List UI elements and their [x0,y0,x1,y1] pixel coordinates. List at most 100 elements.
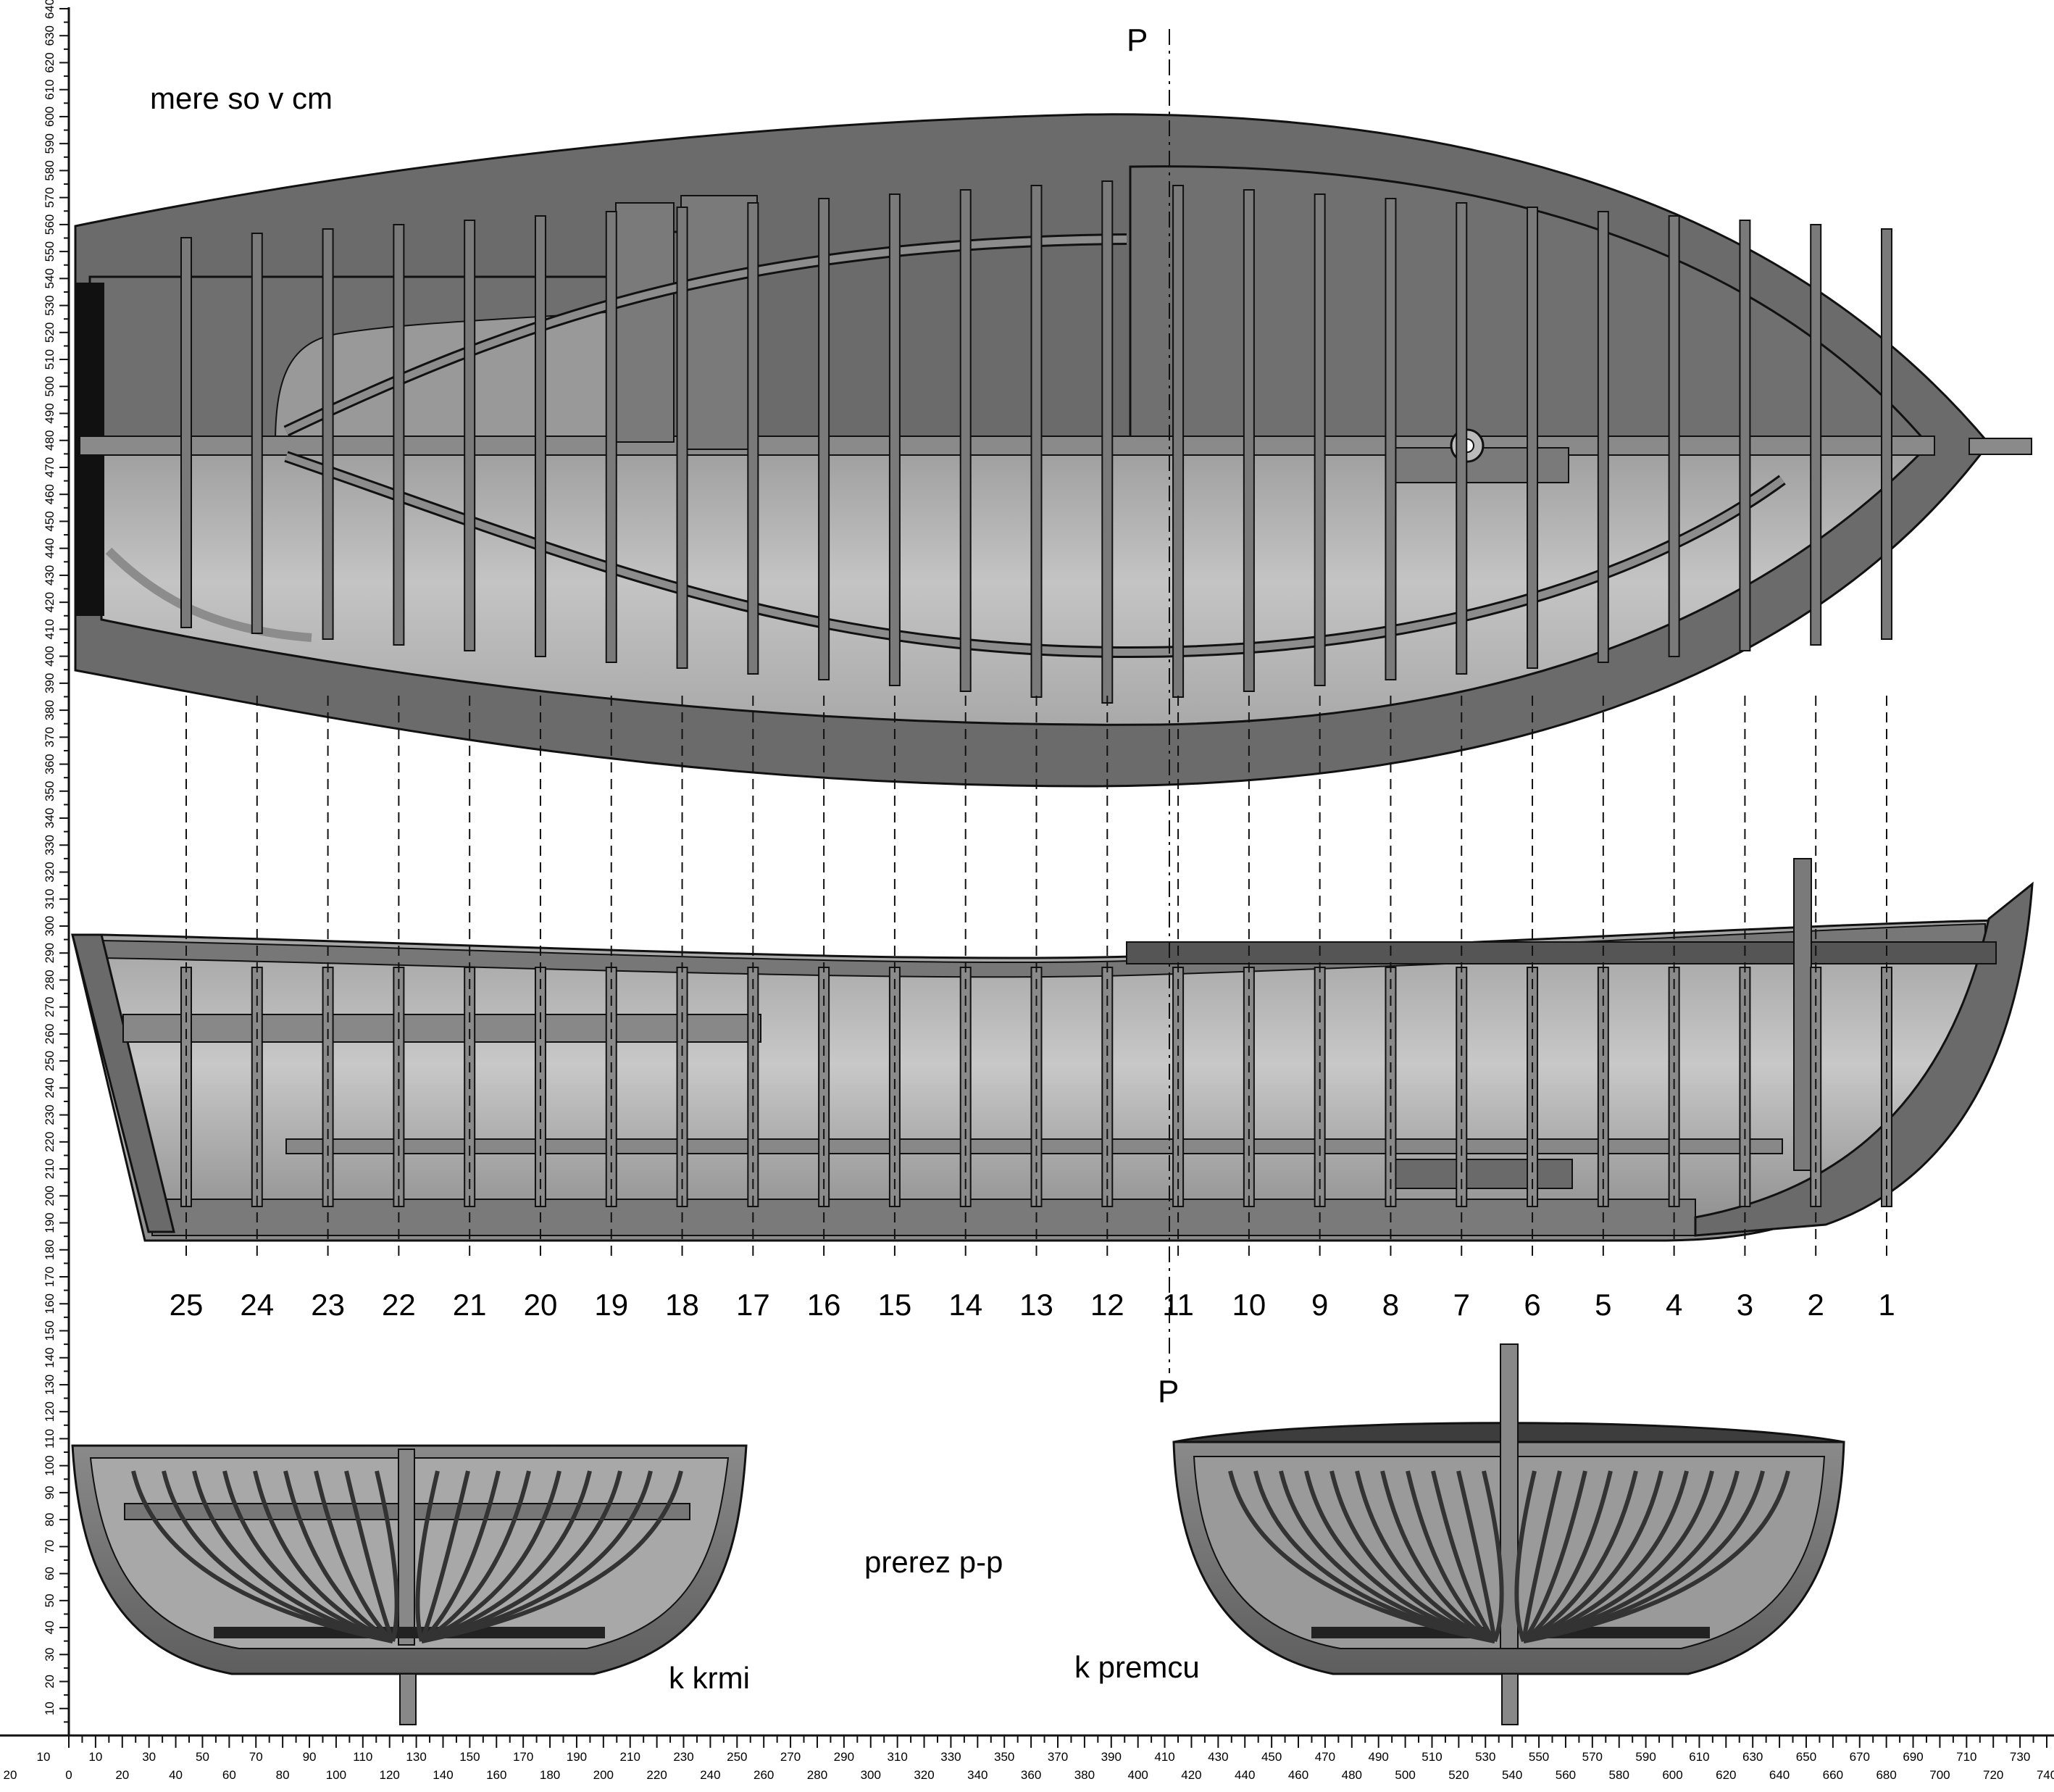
rib [253,1470,394,1643]
left-tick-label: 390 [43,673,57,693]
bottom-tick-label-lower: 140 [433,1768,453,1782]
bottom-tick-label-upper: 690 [1903,1750,1923,1764]
section-marker-top: P [1127,22,1148,58]
bottom-tick-label-lower: 320 [914,1768,934,1782]
units-note: mere so v cm [150,81,333,115]
plan-frame [959,189,972,692]
left-tick-label: 300 [43,916,57,936]
left-tick-label: 130 [43,1375,57,1395]
left-tick-label: 540 [43,268,57,288]
rib [420,1470,561,1643]
plan-frame [1030,185,1043,698]
section-stern-ribs [131,1470,683,1643]
bottom-tick-label-lower: 160 [486,1768,506,1782]
bottom-tick-label-upper: 50 [196,1750,209,1764]
bottom-tick-label-lower: 660 [1823,1768,1843,1782]
left-tick-label: 250 [43,1051,57,1071]
bottom-tick-label-upper: 410 [1154,1750,1174,1764]
station-number: 10 [1232,1288,1266,1322]
rib [1406,1470,1496,1643]
left-tick-label: 550 [43,241,57,262]
bottom-tick-label-upper: 110 [353,1750,372,1764]
bottom-tick-label-upper: 370 [1048,1750,1068,1764]
station-number: 18 [665,1288,699,1322]
rib [314,1470,395,1643]
bottom-tick-label-upper: 250 [727,1750,747,1764]
left-tick-label: 630 [43,25,57,46]
rib [420,1470,531,1643]
left-tick-label: 270 [43,996,57,1017]
left-tick-label: 230 [43,1104,57,1125]
profile-sternpost [71,933,175,1233]
plan-frame [322,228,334,640]
plan-frame [888,193,901,686]
station-number: 25 [170,1288,204,1322]
bottom-tick-label-lower: 180 [540,1768,560,1782]
bottom-tick-label-lower: 0 [65,1768,72,1782]
left-tick-label: 70 [43,1540,57,1554]
left-tick-label: 520 [43,322,57,343]
left-tick-label: 10 [43,1701,57,1715]
profile-mast [1793,858,1812,1171]
bottom-tick-label-lower: 20 [115,1768,129,1782]
left-tick-label: 170 [43,1267,57,1287]
left-tick-label: 450 [43,511,57,531]
left-tick-label: 400 [43,646,57,666]
left-tick-label: 120 [43,1401,57,1422]
rib [421,1470,683,1643]
left-tick-label: 510 [43,349,57,370]
rib [1279,1470,1495,1643]
left-tick-label: 200 [43,1185,57,1206]
station-number: 6 [1524,1288,1540,1322]
rib [1514,1470,1537,1643]
plan-frame [1597,211,1609,663]
rib [421,1470,592,1643]
left-tick-label: 40 [43,1621,57,1635]
bottom-tick-label-lower: 20 [4,1768,17,1782]
station-lines [185,696,1887,1261]
bottom-tick-label-upper: 590 [1635,1750,1656,1764]
left-tick-label: 80 [43,1513,57,1527]
bottom-tick-label-lower: 480 [1342,1768,1362,1782]
rib [283,1470,394,1643]
rib [1521,1470,1562,1642]
plan-frame [1243,189,1255,692]
left-tick-label: 160 [43,1293,57,1314]
left-tick-label: 350 [43,781,57,801]
bottom-tick-label-lower: 200 [593,1768,614,1782]
bottom-tick-label-upper: 390 [1101,1750,1122,1764]
plan-hull-interior [100,438,1930,726]
plan-thwart-2 [615,202,675,443]
station-number: 21 [453,1288,487,1322]
station-number: 1 [1878,1288,1895,1322]
station-number: 19 [594,1288,628,1322]
bottom-tick-label-lower: 120 [380,1768,400,1782]
plan-frame [1172,185,1185,698]
left-tick-label: 50 [43,1593,57,1607]
left-tick-label: 100 [43,1455,57,1475]
station-number: 24 [240,1288,274,1322]
bottom-tick-label-upper: 710 [1956,1750,1976,1764]
station-number: 3 [1737,1288,1753,1322]
left-tick-label: 380 [43,700,57,720]
bottom-tick-label-lower: 380 [1074,1768,1095,1782]
bottom-tick-label-upper: 30 [142,1750,156,1764]
plan-bowsprit [1969,438,2032,455]
left-tick-label: 430 [43,565,57,585]
section-stern-floor [214,1627,605,1638]
bottom-tick-label-upper: 130 [406,1750,426,1764]
left-tick-label: 480 [43,430,57,451]
left-tick-label: 420 [43,592,57,612]
left-tick-label: 370 [43,727,57,747]
rib [1523,1470,1765,1643]
left-tick-label: 620 [43,52,57,72]
plan-frame [534,215,546,657]
left-tick-label: 570 [43,187,57,207]
rib [162,1470,393,1643]
station-number: 16 [807,1288,841,1322]
bottom-tick-label-lower: 260 [753,1768,774,1782]
station-number: 8 [1382,1288,1399,1322]
plan-frame [1101,180,1114,704]
